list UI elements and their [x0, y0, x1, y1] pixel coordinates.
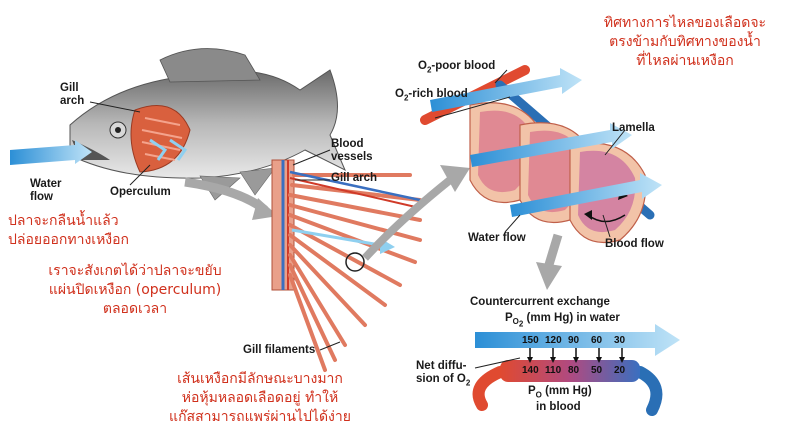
o2-rich-sub: 2: [403, 93, 409, 103]
thai-note-filaments: เส้นเหงือกมีลักษณะบางมาก ห่อหุ้มหลอดเลือ…: [130, 370, 390, 427]
blood-flow-leader-line: [602, 214, 611, 238]
o2-poor-post: -poor blood: [431, 60, 496, 72]
blood-po2-value: 80: [568, 365, 580, 376]
po2-water-post: (mm Hg) in water: [523, 312, 620, 324]
thai-water-out-line-1: ปลาจะกลืนน้ำแล้ว: [8, 213, 119, 229]
lamella-leader-line: [604, 129, 626, 156]
blood-po2-value: 110: [545, 365, 562, 376]
thai-filaments-line-2: ห่อหุ้มหลอดเลือดอยู่ ทำให้: [181, 390, 339, 406]
lamella-label: Lamella: [612, 122, 655, 134]
diffusion-arrowhead: [619, 357, 625, 363]
diffusion-arrowhead: [596, 357, 602, 363]
thai-operculum-line-3: ตลอดเวลา: [102, 301, 168, 317]
o2-poor-blood-label: O2-poor blood: [418, 60, 495, 76]
blood-vessels-line-2: vessels: [331, 151, 373, 163]
net-diffusion-label: Net diffu- sion of O2: [416, 360, 470, 389]
blood-po2-value: 140: [522, 365, 539, 376]
thai-direction-line-1: ทิศทางการไหลของเลือดจะ: [603, 15, 767, 31]
o2-rich-blood-label: O2-rich blood: [395, 88, 468, 104]
gill-filaments-illustration: [271, 159, 422, 372]
po2-blood-label: PO (mm Hg) in blood: [528, 385, 592, 414]
thai-note-direction: ทิศทางการไหลของเลือดจะ ตรงข้ามกับทิศทางข…: [585, 14, 785, 71]
po2-blood-line-2: in blood: [536, 401, 581, 414]
gill-filaments-label: Gill filaments: [243, 344, 316, 356]
blood-vessel-bar: [500, 360, 640, 382]
water-po2-value: 150: [522, 335, 539, 346]
blood-vessels-line-1: Blood: [331, 138, 364, 150]
water-flow-arrow-fish: [10, 140, 92, 165]
water-arrow-bar: [475, 324, 680, 356]
diffusion-arrows: [527, 348, 625, 363]
water-flow-leader-line: [504, 214, 521, 233]
water-flow-label-fish: Water flow: [30, 178, 62, 204]
countercurrent-diagram: [472, 324, 680, 416]
net-diffusion-leader-line: [474, 357, 521, 369]
gill-arch-fish-line-2: arch: [60, 95, 85, 107]
zoom-arrow-2: [362, 176, 453, 261]
gill-arch-label: Gill arch: [331, 172, 378, 184]
water-flow-label: Water flow: [468, 232, 526, 244]
blood-flow-label: Blood flow: [605, 238, 664, 250]
o2-rich-leader-line: [434, 96, 511, 119]
countercurrent-title: Countercurrent exchange: [470, 296, 610, 308]
fish-illustration: [69, 48, 346, 201]
po2-water-sub: O: [512, 317, 519, 327]
blood-po2-value: 20: [614, 365, 626, 376]
zoom-arrow-3: [543, 233, 563, 270]
blood-po2-value: 50: [591, 365, 603, 376]
diffusion-arrowhead: [550, 357, 556, 363]
water-po2-value: 90: [568, 335, 580, 346]
diffusion-arrowhead: [573, 357, 579, 363]
water-po2-value: 30: [614, 335, 626, 346]
po2-water-label: PO2 (mm Hg) in water: [505, 312, 620, 331]
o2-poor-sub: 2: [426, 65, 432, 75]
thai-direction-line-3: ที่ไหลผ่านเหงือก: [636, 53, 734, 69]
thai-filaments-line-3: แก๊สสามารถแพร่ผ่านไปได้ง่าย: [169, 409, 351, 425]
po2-blood-sub: O: [535, 390, 542, 400]
thai-operculum-line-2: แผ่นปิดเหงือก (operculum): [48, 282, 222, 298]
thai-water-out-line-2: ปล่อยออกทางเหงือก: [8, 232, 130, 248]
net-diffusion-pre: sion of O: [416, 373, 466, 385]
po2-blood-post: (mm Hg): [541, 385, 592, 397]
gill-arch-fish-line-1: Gill: [60, 82, 79, 94]
thai-direction-line-2: ตรงข้ามกับทิศทางของน้ำ: [609, 34, 761, 50]
net-diffusion-line-1: Net diffu-: [416, 360, 467, 372]
thai-filaments-line-1: เส้นเหงือกมีลักษณะบางมาก: [177, 371, 343, 387]
blood-vessels-label: Blood vessels: [331, 138, 373, 164]
water-po2-value: 120: [545, 335, 562, 346]
o2-rich-pre: O: [395, 88, 404, 100]
net-diffusion-sub: 2: [465, 378, 471, 388]
diffusion-arrowhead: [527, 357, 533, 363]
po2-water-sub2: 2: [518, 319, 524, 329]
water-po2-value: 60: [591, 335, 603, 346]
thai-operculum-line-1: เราจะสังเกตได้ว่าปลาจะขยับ: [48, 263, 222, 279]
thai-note-water-out: ปลาจะกลืนน้ำแล้ว ปล่อยออกทางเหงือก: [8, 212, 129, 250]
blood-vessels-leader-line: [292, 149, 331, 166]
o2-rich-post: -rich blood: [408, 88, 468, 100]
gill-arch-label-fish: Gill arch: [60, 82, 84, 108]
thai-note-operculum: เราจะสังเกตได้ว่าปลาจะขยับ แผ่นปิดเหงือก…: [20, 262, 250, 319]
o2-poor-leader-line: [494, 69, 508, 84]
operculum-leader-line: [129, 164, 151, 186]
o2-poor-pre: O: [418, 60, 427, 72]
po2-water-pre: P: [505, 312, 513, 324]
lamellae-water-arrows: [430, 68, 662, 217]
water-flow-fish-line-1: Water: [30, 178, 62, 190]
po2-blood-pre: P: [528, 385, 536, 397]
operculum-label: Operculum: [110, 186, 171, 198]
gill-arch-leader-line: [89, 101, 141, 113]
gill-filaments-leader-line: [319, 341, 341, 351]
water-flow-fish-line-2: flow: [30, 191, 53, 203]
